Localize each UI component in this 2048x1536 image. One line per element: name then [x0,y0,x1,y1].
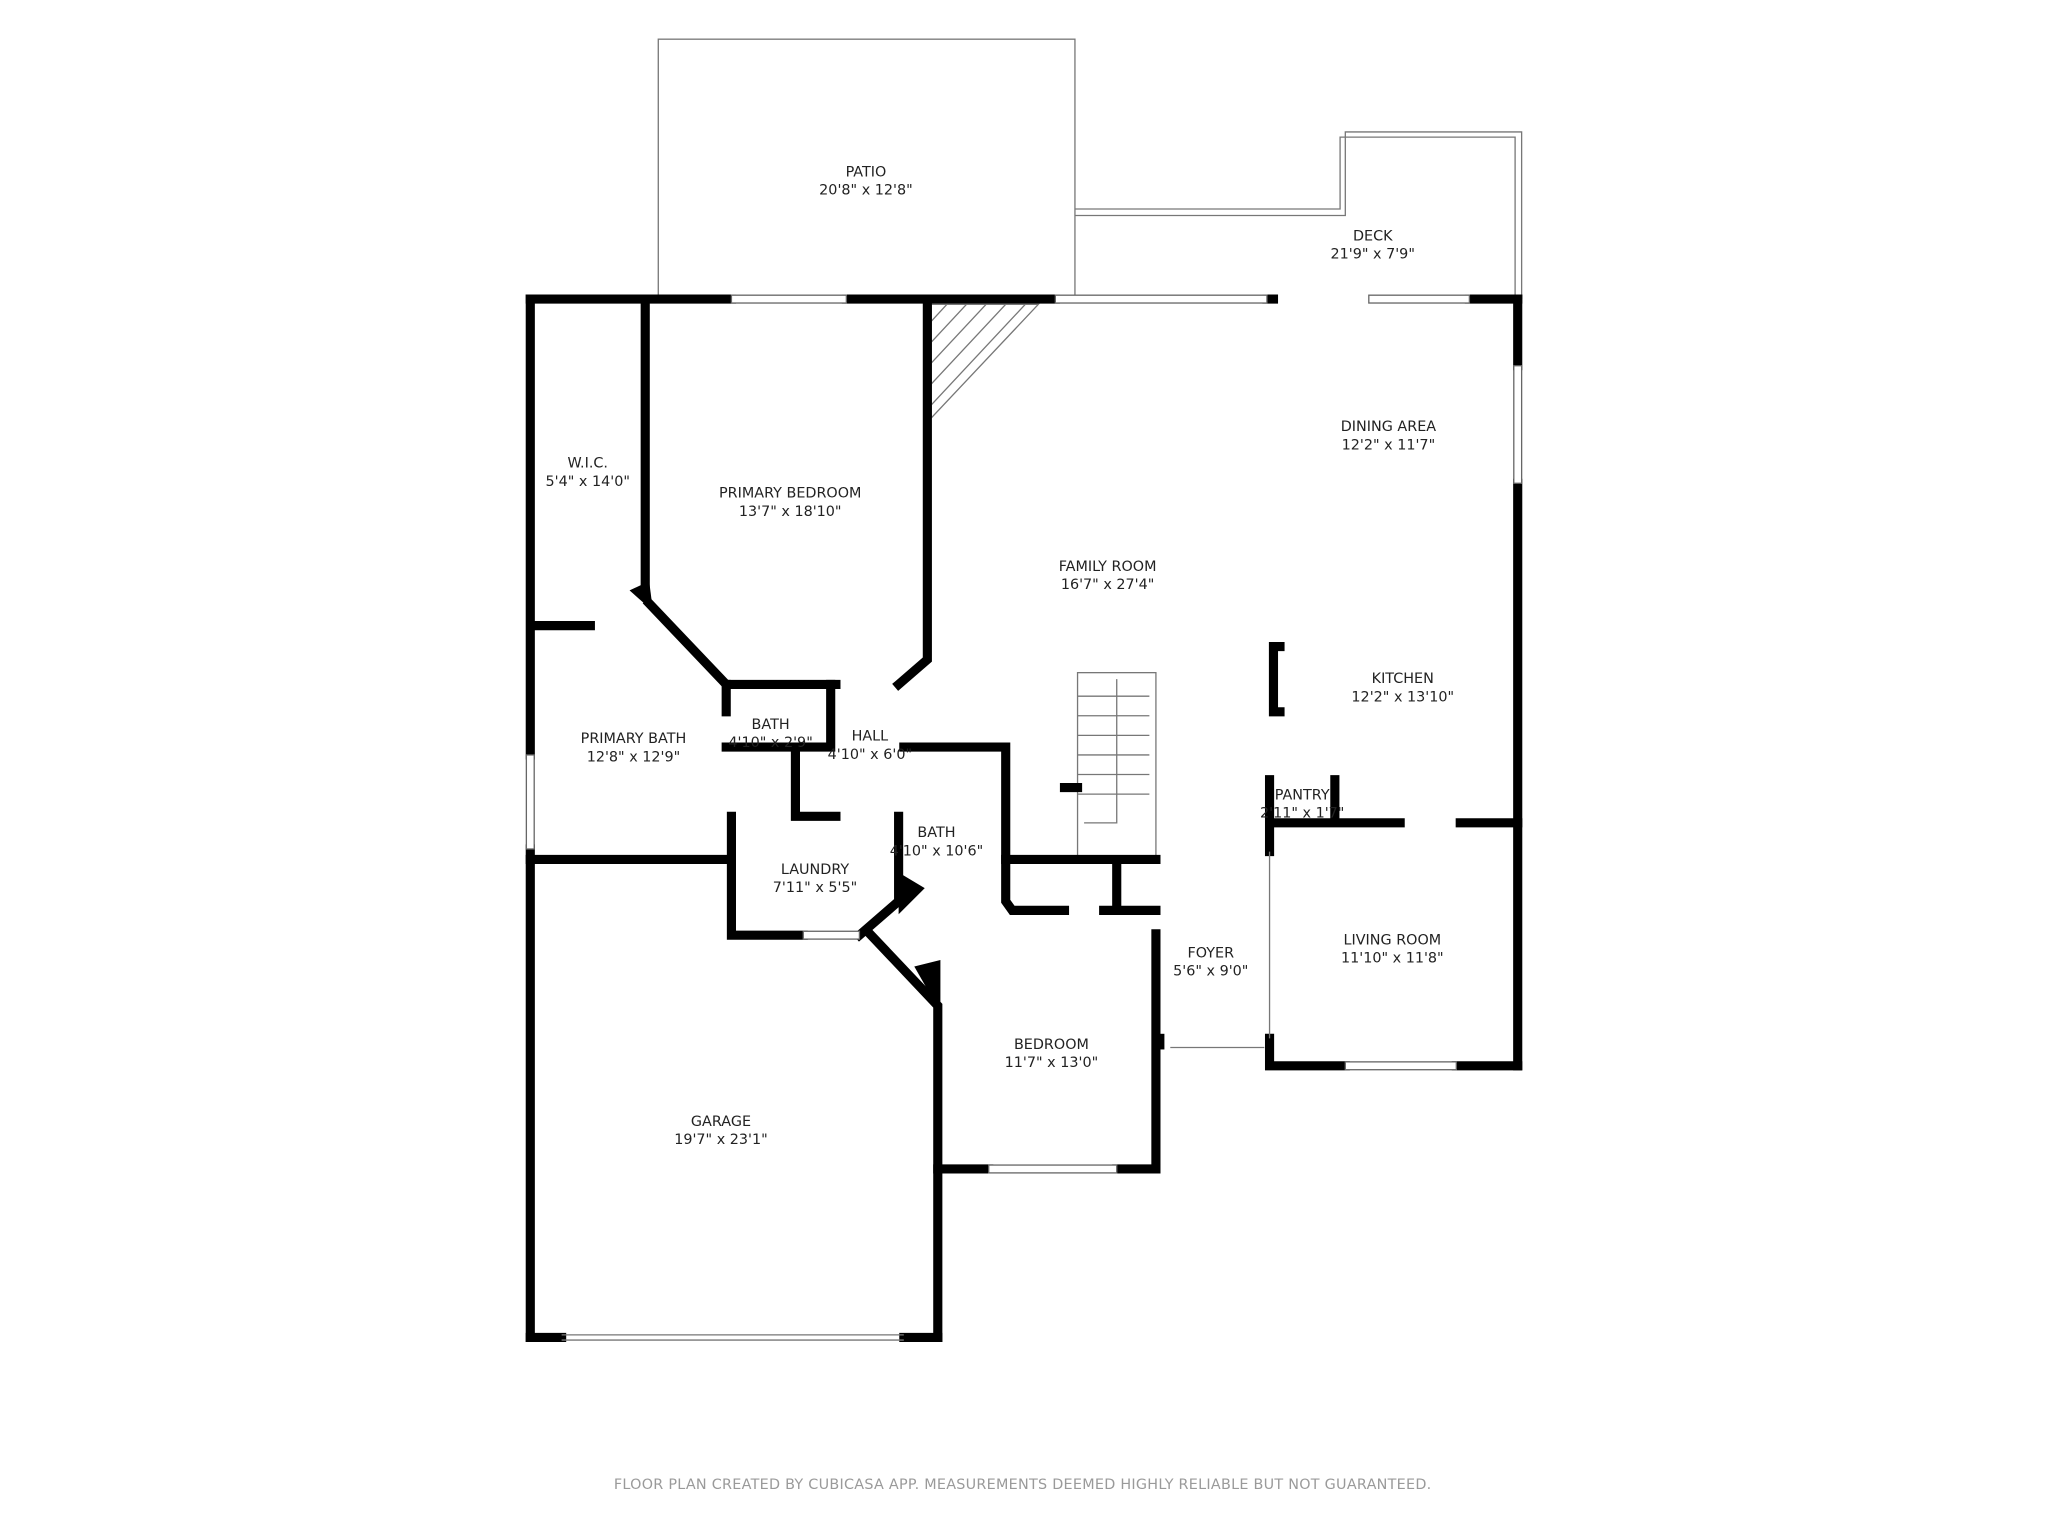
windows [525,294,1523,1341]
fireplace [930,303,1040,420]
svg-text:BATH: BATH [917,825,955,841]
svg-text:20'8" x 12'8": 20'8" x 12'8" [819,183,913,199]
wall-corner [629,581,654,612]
svg-text:11'7" x 13'0": 11'7" x 13'0" [1005,1055,1099,1071]
room-label-dining-area: DINING AREA 12'2" x 11'7" [1341,419,1437,453]
svg-text:W.I.C.: W.I.C. [567,456,608,472]
svg-text:4'10" x 6'0": 4'10" x 6'0" [828,747,912,763]
room-label-kitchen: KITCHEN 12'2" x 13'10" [1351,671,1454,705]
svg-text:PATIO: PATIO [846,164,887,180]
room-label-living-room: LIVING ROOM 11'10" x 11'8" [1341,932,1444,966]
room-label-bedroom: BEDROOM 11'7" x 13'0" [1005,1037,1099,1071]
svg-text:7'11" x 5'5": 7'11" x 5'5" [773,880,857,896]
svg-text:12'8" x 12'9": 12'8" x 12'9" [587,749,681,765]
svg-text:PRIMARY BATH: PRIMARY BATH [581,731,687,747]
svg-text:19'7" x 23'1": 19'7" x 23'1" [674,1132,768,1148]
svg-text:KITCHEN: KITCHEN [1372,671,1434,687]
disclaimer-footer: FLOOR PLAN CREATED BY CUBICASA APP. MEAS… [614,1477,1432,1493]
svg-text:PANTRY: PANTRY [1275,787,1330,803]
svg-text:GARAGE: GARAGE [691,1114,751,1130]
room-label-pantry: PANTRY 2'11" x 1'7" [1260,787,1344,821]
svg-text:4'10" x 10'6": 4'10" x 10'6" [890,844,984,860]
room-label-primary-bath: PRIMARY BATH 12'8" x 12'9" [581,731,687,765]
svg-text:BEDROOM: BEDROOM [1014,1037,1089,1053]
svg-text:12'2" x 11'7": 12'2" x 11'7" [1342,437,1436,453]
room-label-primary-bedroom: PRIMARY BEDROOM 13'7" x 18'10" [719,486,861,520]
svg-text:HALL: HALL [852,729,889,745]
room-label-hall: HALL 4'10" x 6'0" [828,729,912,763]
svg-text:11'10" x 11'8": 11'10" x 11'8" [1341,951,1444,967]
svg-text:12'2" x 13'10": 12'2" x 13'10" [1351,689,1454,705]
svg-text:5'4" x 14'0": 5'4" x 14'0" [546,474,630,490]
room-label-laundry: LAUNDRY 7'11" x 5'5" [773,862,857,896]
svg-text:4'10" x 2'9": 4'10" x 2'9" [728,735,812,751]
deck-railing [1074,136,1516,300]
svg-text:LIVING ROOM: LIVING ROOM [1343,932,1441,948]
room-label-patio: PATIO 20'8" x 12'8" [819,164,913,198]
svg-text:PRIMARY BEDROOM: PRIMARY BEDROOM [719,486,861,502]
svg-text:DINING AREA: DINING AREA [1341,419,1437,435]
svg-text:5'6" x 9'0": 5'6" x 9'0" [1173,964,1248,980]
wall-wedge [898,872,925,915]
svg-text:DECK: DECK [1353,228,1393,244]
room-label-family-room: FAMILY ROOM 16'7" x 27'4" [1059,559,1157,593]
deck-outline [1074,131,1523,300]
walls [525,294,1523,1343]
staircase[interactable] [1076,672,1157,861]
svg-text:2'11" x 1'7": 2'11" x 1'7" [1260,806,1344,822]
svg-text:FAMILY ROOM: FAMILY ROOM [1059,559,1157,575]
room-label-bath-small: BATH 4'10" x 2'9" [728,717,812,751]
room-label-bath: BATH 4'10" x 10'6" [890,825,984,859]
svg-text:13'7" x 18'10": 13'7" x 18'10" [739,504,842,520]
room-label-garage: GARAGE 19'7" x 23'1" [674,1114,768,1148]
wall-wedge-2 [914,960,941,1013]
svg-text:LAUNDRY: LAUNDRY [781,862,850,878]
svg-text:BATH: BATH [752,717,790,733]
room-label-wic: W.I.C. 5'4" x 14'0" [546,456,630,490]
svg-text:21'9" x 7'9": 21'9" x 7'9" [1331,247,1415,263]
room-label-deck: DECK 21'9" x 7'9" [1331,228,1415,262]
room-label-foyer: FOYER 5'6" x 9'0" [1173,945,1248,979]
svg-text:16'7" x 27'4": 16'7" x 27'4" [1061,577,1155,593]
svg-text:FOYER: FOYER [1187,945,1234,961]
